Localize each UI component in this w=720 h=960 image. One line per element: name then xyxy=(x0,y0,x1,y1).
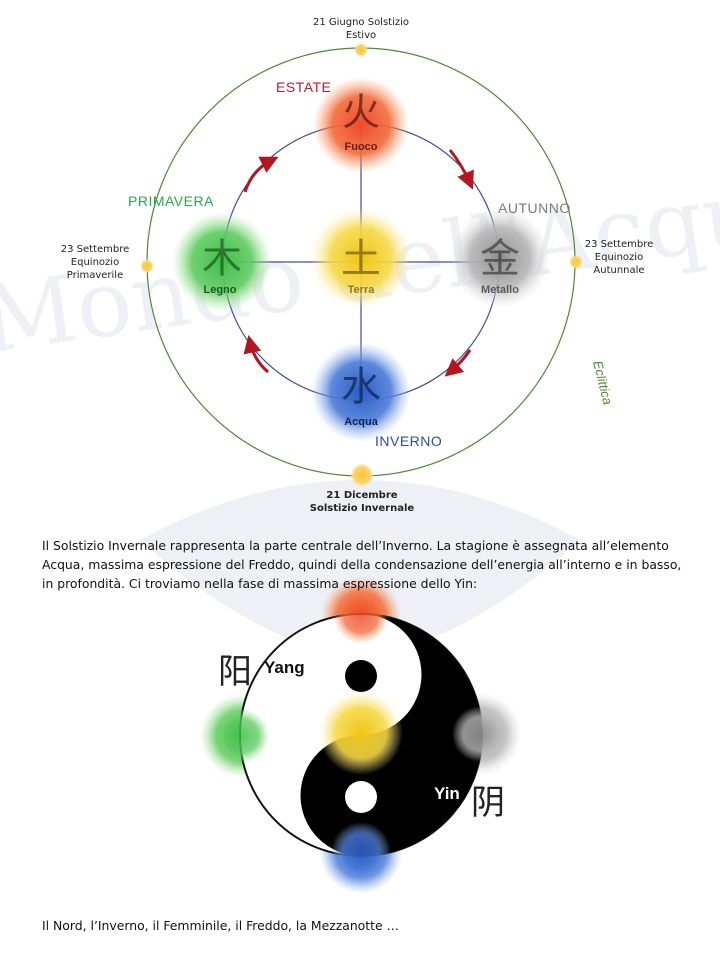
cycle-arrows xyxy=(243,149,474,377)
intro-paragraph: Il Solstizio Invernale rappresenta la pa… xyxy=(42,538,682,591)
element-metal: 金 Metallo xyxy=(450,208,550,308)
yin-glyph: 阴 xyxy=(471,783,505,823)
season-spring: PRIMAVERA xyxy=(128,193,214,209)
fire-glyph: 火 xyxy=(342,90,380,134)
sun-marker-spring xyxy=(140,259,154,273)
winter-solstice-label: 21 Dicembre Solstizio Invernale xyxy=(292,489,432,515)
sun-marker-autumn xyxy=(569,255,583,269)
sun-marker-winter xyxy=(350,463,374,487)
summer-solstice-label: 21 Giugno Solstizio Estivo xyxy=(290,16,432,42)
winter-solstice-line2: Solstizio Invernale xyxy=(309,503,415,514)
earth-glyph: 土 xyxy=(341,236,381,282)
ecliptic-label: Eclittica xyxy=(590,359,615,406)
autumn-equinox-line2: Equinozio xyxy=(594,252,644,263)
element-earth: 土 Terra xyxy=(311,208,411,308)
season-winter: INVERNO xyxy=(375,433,443,449)
spring-equinox-line2: Equinozio xyxy=(70,257,120,268)
metal-glyph: 金 xyxy=(480,236,520,282)
summer-solstice-line2: Estivo xyxy=(345,30,377,41)
spring-equinox-line1: 23 Settembre xyxy=(60,244,130,255)
sun-marker-summer xyxy=(354,43,368,57)
metal-label: Metallo xyxy=(481,284,519,296)
element-fire: 火 Fuoco xyxy=(313,77,409,173)
element-wood: 木 Legno xyxy=(172,212,272,312)
element-water: 水 Acqua xyxy=(311,342,411,442)
earth-label: Terra xyxy=(348,284,376,296)
closing-line: Il Nord, l’Inverno, il Femminile, il Fre… xyxy=(42,918,399,933)
autumn-equinox-line3: Autunnale xyxy=(593,265,645,276)
arrow-water-to-wood xyxy=(243,334,269,374)
autumn-equinox-line1: 23 Settembre xyxy=(584,239,654,250)
yy-earth-glow xyxy=(319,691,403,775)
fire-label: Fuoco xyxy=(345,141,378,153)
wood-label: Legno xyxy=(204,284,237,296)
yang-label: Yang xyxy=(264,658,305,677)
summer-solstice-line1: 21 Giugno Solstizio xyxy=(312,17,410,28)
season-summer: ESTATE xyxy=(276,79,332,95)
water-label: Acqua xyxy=(344,416,379,428)
autumn-equinox-label: 23 Settembre Equinozio Autunnale xyxy=(574,238,664,277)
wood-glyph: 木 xyxy=(202,236,242,282)
spring-equinox-label: 23 Settembre Equinozio Primaverile xyxy=(50,243,140,282)
water-glyph: 水 xyxy=(341,364,381,410)
yin-dot xyxy=(345,781,377,813)
yin-label: Yin xyxy=(434,784,460,803)
yin-yang-diagram xyxy=(200,576,522,894)
yang-dot xyxy=(345,660,377,692)
winter-solstice-line1: 21 Dicembre xyxy=(326,490,398,501)
watermark-wings xyxy=(140,480,580,660)
arrow-fire-to-metal xyxy=(448,149,474,190)
arrow-wood-to-fire xyxy=(243,156,279,193)
spring-equinox-line3: Primaverile xyxy=(66,270,124,281)
arrow-metal-to-water xyxy=(444,349,472,377)
yang-glyph: 阳 xyxy=(218,652,252,692)
season-autumn: AUTUNNO xyxy=(498,200,571,216)
